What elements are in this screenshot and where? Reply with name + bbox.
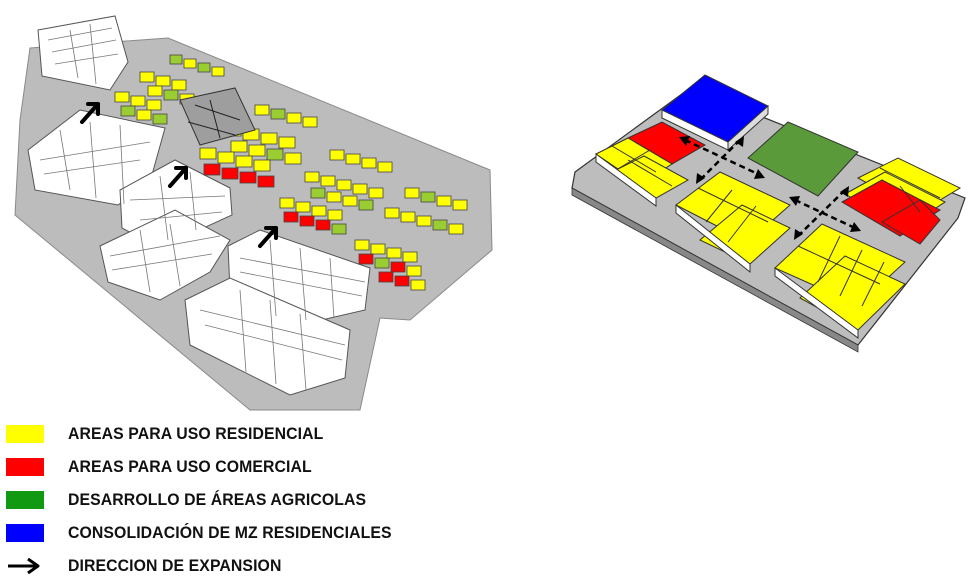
residential-swatch <box>6 425 44 443</box>
arrow-icon <box>8 557 40 575</box>
right-mixed-block <box>840 157 962 245</box>
legend-label: DIRECCION DE EXPANSION <box>68 556 282 575</box>
left-mixed-block <box>595 121 707 207</box>
existing-block <box>37 15 129 91</box>
legend-item-consolidation: CONSOLIDACIÓN DE MZ RESIDENCIALES <box>6 523 392 543</box>
existing-block-lines <box>39 23 366 391</box>
schematic-arrows <box>684 138 856 237</box>
agricultural-swatch <box>6 491 44 509</box>
existing-block <box>99 209 231 301</box>
central-block <box>179 87 256 146</box>
legend-item-commercial: AREAS PARA USO COMERCIAL <box>6 457 312 477</box>
expansion-arrows <box>80 102 278 248</box>
schematic-arrowheads <box>679 136 861 240</box>
existing-block <box>184 277 351 396</box>
bottom-residential-block <box>774 223 906 339</box>
legend-label: CONSOLIDACIÓN DE MZ RESIDENCIALES <box>68 523 392 542</box>
legend-label: AREAS PARA USO RESIDENCIAL <box>68 424 324 443</box>
right-schematic <box>571 74 966 353</box>
legend-label: DESARROLLO DE ÁREAS AGRICOLAS <box>68 490 367 509</box>
agricultural-block <box>747 121 859 197</box>
center-residential-block <box>675 171 791 274</box>
consolidation-swatch <box>6 524 44 542</box>
expansion-arrow-icon <box>168 166 188 188</box>
dashed-arrow-icon <box>797 189 846 237</box>
expansion-arrow-icon <box>258 226 278 248</box>
left-site-plan <box>14 15 493 411</box>
planned-residential-blocks <box>114 54 468 291</box>
commercial-swatch <box>6 458 44 476</box>
legend-item-expansion: DIRECCION DE EXPANSION <box>6 556 281 576</box>
legend-item-residential: AREAS PARA USO RESIDENCIAL <box>6 424 323 444</box>
expansion-arrow-icon <box>80 102 100 124</box>
legend-item-agricultural: DESARROLLO DE ÁREAS AGRICOLAS <box>6 490 366 510</box>
legend-label: AREAS PARA USO COMERCIAL <box>68 457 312 476</box>
dashed-arrow-icon <box>794 198 856 230</box>
consolidation-block <box>661 74 769 152</box>
existing-blocks <box>27 15 371 396</box>
